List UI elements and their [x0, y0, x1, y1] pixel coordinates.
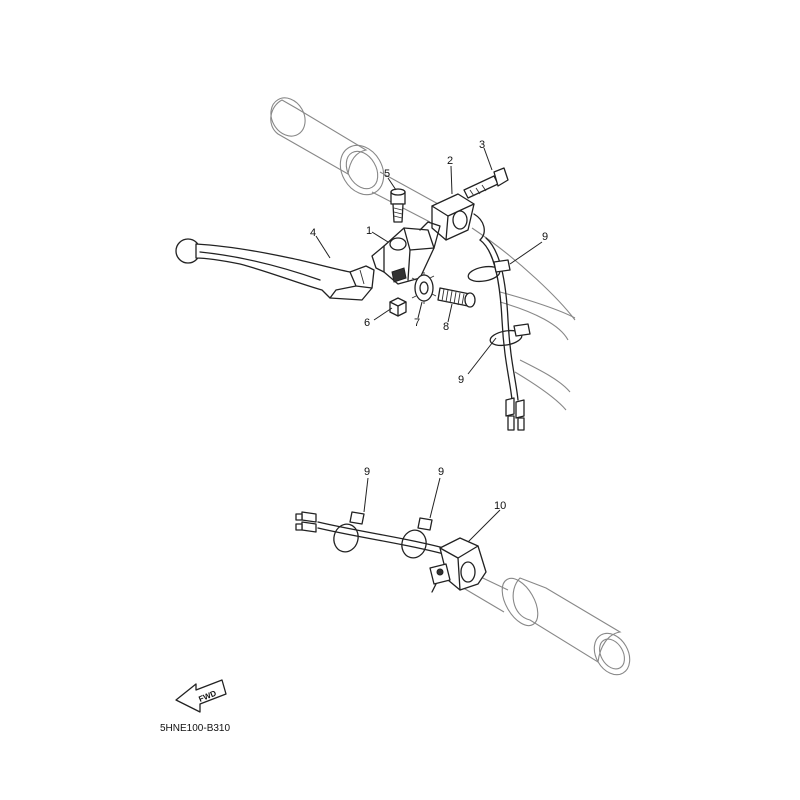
- cable-tie-upper-b: [489, 323, 531, 347]
- callout-9-lower-b: 9: [438, 466, 444, 478]
- handlebar-tube: [471, 227, 576, 411]
- diagram-code: 5HNE100-B310: [160, 723, 230, 734]
- lever-holder-part-2: [431, 193, 485, 241]
- forward-direction-arrow: FWD: [175, 679, 227, 713]
- callout-2: 2: [447, 155, 453, 167]
- kill-switch-part-10: [429, 537, 487, 593]
- clutch-lever-part-4: [175, 238, 375, 301]
- callout-9-upper-a: 9: [542, 231, 548, 243]
- kill-switch-cable: [295, 511, 459, 559]
- pivot-bolt-part-5: [390, 188, 406, 223]
- callout-4: 4: [310, 227, 316, 239]
- right-grip: [459, 569, 631, 676]
- callout-10: 10: [494, 500, 506, 512]
- cable-tie-lower-a: [333, 511, 365, 553]
- lever-bracket-part-1: [371, 221, 441, 285]
- cable-tie-upper-a: [467, 259, 511, 283]
- callout-9-upper-b: 9: [458, 374, 464, 386]
- callout-1: 1: [366, 225, 372, 237]
- cable-tie-lower-b: [401, 517, 433, 559]
- nut-part-6: [389, 297, 407, 317]
- switch-cable: [479, 237, 525, 431]
- adjuster-bolt-part-8: [437, 287, 476, 308]
- callout-8: 8: [443, 321, 449, 333]
- left-grip: [270, 97, 441, 223]
- adjuster-wheel-part-7: [411, 272, 437, 304]
- callout-7: 7: [414, 317, 420, 329]
- lower-handlebar-assembly: [295, 477, 631, 676]
- callout-5: 5: [384, 168, 390, 180]
- upper-handlebar-assembly: [175, 97, 576, 431]
- callout-3: 3: [479, 139, 485, 151]
- callout-9-lower-a: 9: [364, 466, 370, 478]
- callout-labels: 1 2 3 4 5 6 7 8 9 9 9 9 10: [310, 139, 548, 512]
- bolt-part-3: [463, 167, 509, 199]
- callout-6: 6: [364, 317, 370, 329]
